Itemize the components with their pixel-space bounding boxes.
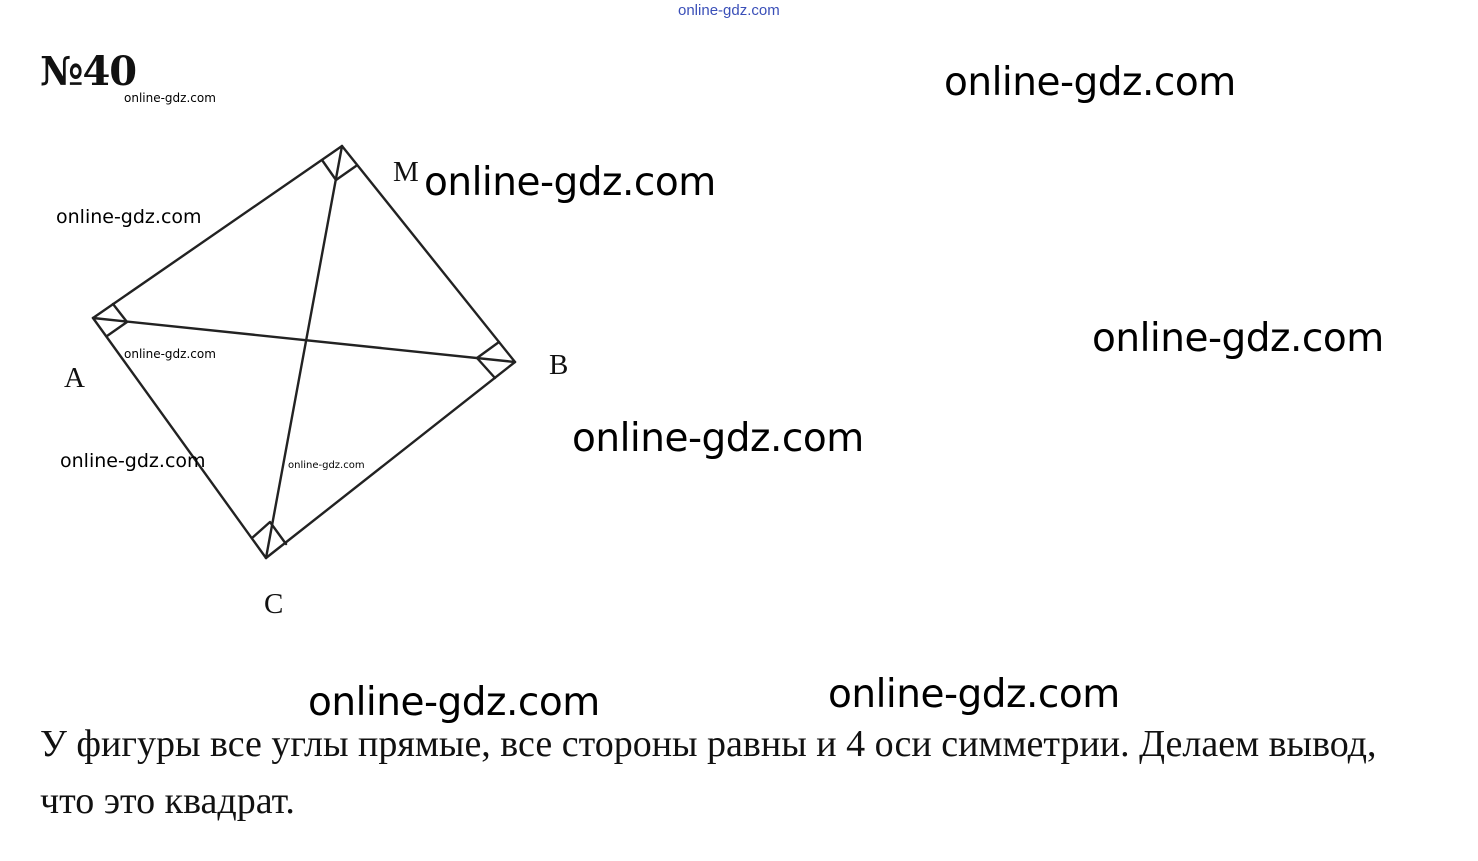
watermark-medium: online-gdz.com xyxy=(60,450,206,472)
right-angle-marker-m xyxy=(320,158,358,182)
top-watermark: online-gdz.com xyxy=(678,2,780,19)
right-angle-marker-a xyxy=(105,302,129,338)
watermark-large: online-gdz.com xyxy=(944,60,1236,105)
watermark-tiny: online-gdz.com xyxy=(288,460,365,471)
right-angle-marker-b xyxy=(475,340,501,380)
diagonal-ab xyxy=(91,316,517,364)
watermark-large: online-gdz.com xyxy=(308,680,600,725)
side-mb xyxy=(340,144,517,364)
watermark-large: online-gdz.com xyxy=(572,416,864,461)
side-am xyxy=(91,144,344,320)
vertex-label-m: M xyxy=(393,156,419,188)
vertex-label-a: A xyxy=(64,362,85,394)
vertex-label-b: B xyxy=(549,349,569,381)
conclusion-text: У фигуры все углы прямые, все стороны ра… xyxy=(40,723,1377,822)
problem-number: №40 xyxy=(40,48,137,95)
diagonal-mc xyxy=(264,144,344,560)
watermark-large: online-gdz.com xyxy=(1092,316,1384,361)
vertex-label-c: C xyxy=(264,588,284,620)
side-bc xyxy=(264,360,517,560)
side-ca xyxy=(91,316,268,560)
watermark-small: online-gdz.com xyxy=(124,91,216,105)
watermark-medium: online-gdz.com xyxy=(56,206,202,228)
watermark-large: online-gdz.com xyxy=(828,672,1120,717)
right-angle-marker-c xyxy=(250,520,288,546)
watermark-small: online-gdz.com xyxy=(124,347,216,361)
watermark-large: online-gdz.com xyxy=(424,160,716,205)
